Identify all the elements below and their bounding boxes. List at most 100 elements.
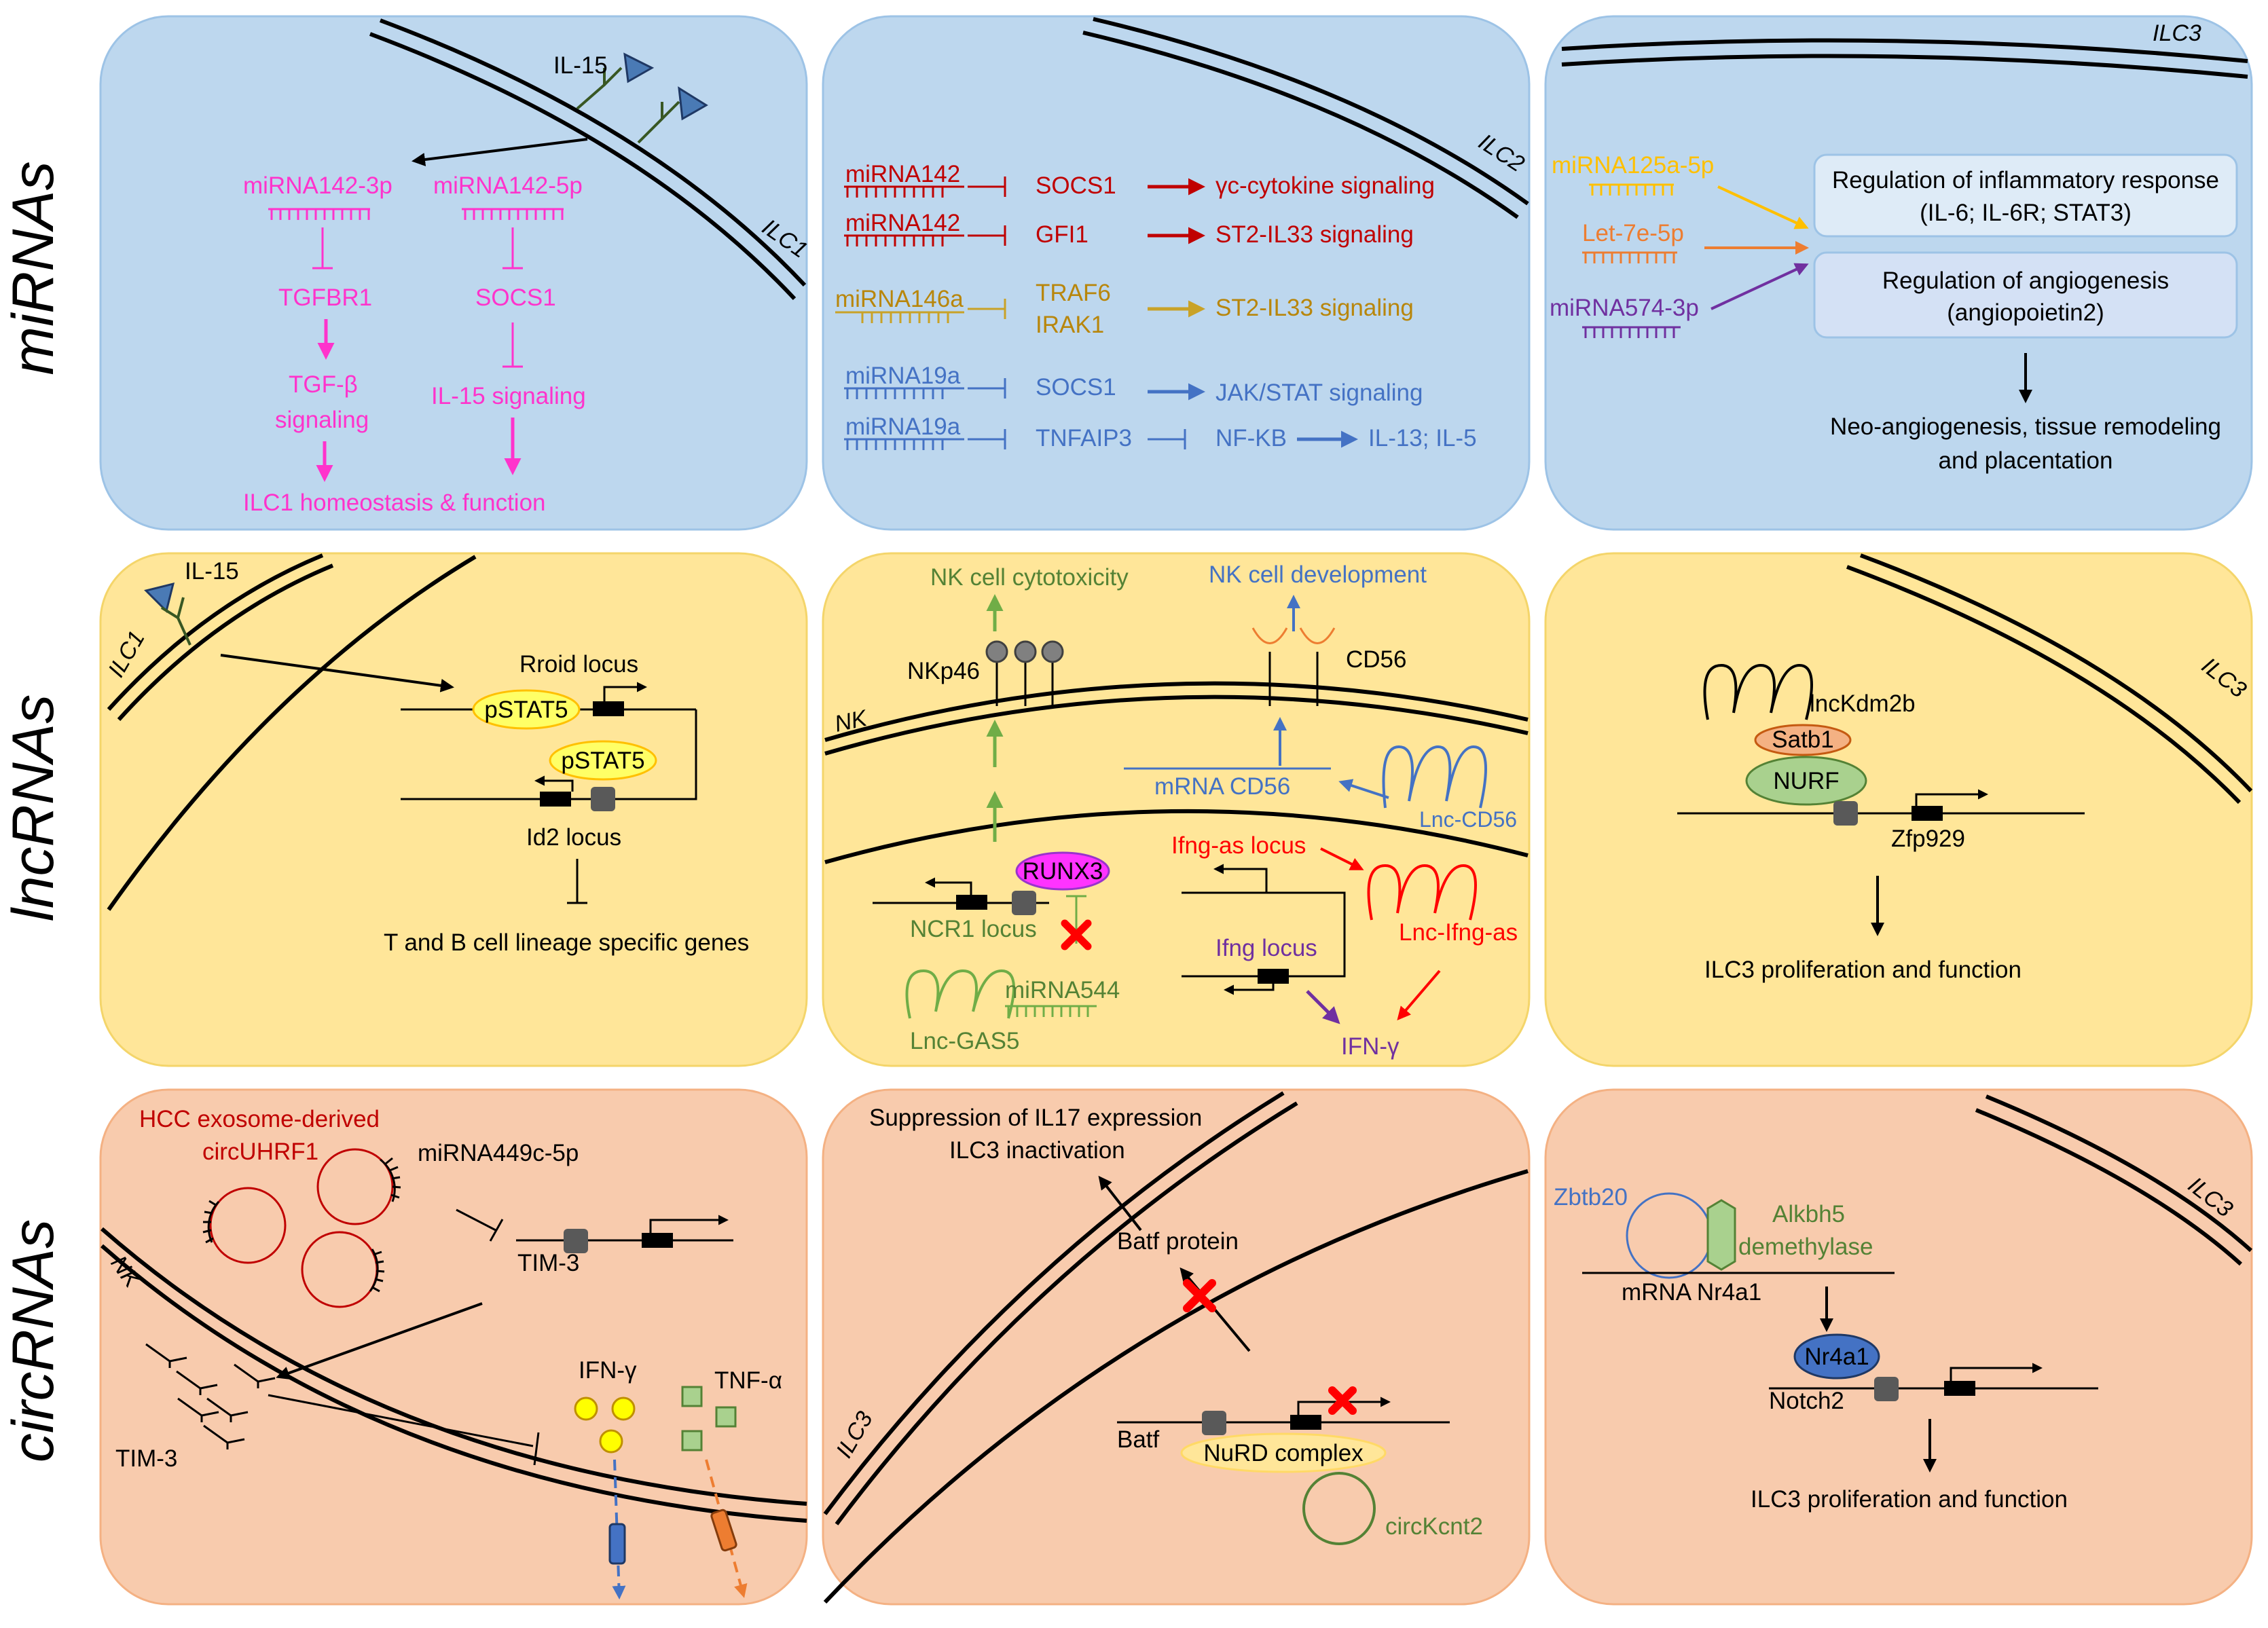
ifng-label: IFN-γ [1341, 1033, 1400, 1060]
pstat5-label: pSTAT5 [561, 747, 644, 774]
nfkb-label: NF-KB [1215, 425, 1287, 451]
ifng-as-locus-label: Ifng-as locus [1171, 832, 1306, 859]
satb1-bubble [1754, 724, 1852, 756]
ifng-label: IFN-γ [579, 1357, 637, 1384]
pathway-label: JAK/STAT signaling [1215, 380, 1423, 406]
receptor-icon [576, 67, 623, 110]
receptor-icon [637, 100, 680, 144]
panel-mirna-ilc1 [99, 15, 808, 531]
stem-loop-icon [905, 969, 1015, 1019]
lnc-cd56-label: Lnc-CD56 [1419, 807, 1517, 832]
ilc2-row-3: miRNA146a TRAF6 IRAK1 ST2-IL33 signaling [835, 280, 1414, 338]
mirna125a-label: miRNA125a-5p [1552, 152, 1714, 179]
let7e-label: Let-7e-5p [1582, 220, 1684, 246]
hairpin-icon [1582, 251, 1677, 263]
panel-2-3-content: ILC3 lncKdm2b Satb1 NURF Zfp929 ILC3 pro… [1677, 553, 2253, 983]
nurf-label: NURF [1773, 768, 1839, 794]
ilc1-homeostasis-label: ILC1 homeostasis & function [243, 489, 546, 516]
target-label: TNFAIP3 [1036, 425, 1132, 451]
panel-lncrna-ilc3 [1544, 552, 2253, 1067]
tgfb-signaling-label: signaling [275, 407, 369, 433]
pathway-label: ST2-IL33 signaling [1215, 221, 1414, 248]
circkcnt2-label: circKcnt2 [1385, 1513, 1483, 1540]
hairpin-icon [835, 311, 964, 323]
ilc3-proliferation-label: ILC3 proliferation and function [1751, 1486, 2068, 1513]
zfp929-label: Zfp929 [1891, 826, 1965, 852]
il15-label: IL-15 [185, 558, 239, 585]
ilc2-row-2: miRNA142 GFI1 ST2-IL33 signaling [844, 210, 1414, 248]
row-label-mirnas: miRNAs [1, 161, 66, 375]
runx3-label: RUNX3 [1023, 858, 1103, 885]
red-x-icon [1183, 1279, 1216, 1312]
ligand-triangle-icon [678, 86, 708, 121]
tnfa-label: TNF-α [714, 1367, 782, 1394]
mirna142-3p-label: miRNA142-3p [243, 172, 392, 199]
hairpin-icon [1005, 1005, 1097, 1017]
panel-1-1-content: ILC1 IL-15 miRNA142-3p miRNA142-5p [243, 18, 812, 516]
stem-loop-icon [1703, 663, 1813, 720]
cd56-receptor-icon [1251, 627, 1336, 706]
cell-label-ilc3: ILC3 [2153, 20, 2201, 46]
runx3-bubble [1015, 851, 1110, 891]
id2-locus-label: Id2 locus [526, 824, 621, 851]
tgfbr1-label: TGFBR1 [278, 284, 372, 311]
row-label-lncrnas: lncRNAs [1, 695, 66, 922]
hairpin-icon [844, 234, 964, 246]
il15-label: IL-15 [553, 52, 608, 79]
pstat5-bubble [549, 740, 657, 781]
batf-label: Batf [1117, 1426, 1160, 1453]
panel-2-1-content: ILC1 IL-15 Rroid locus pSTAT5 pSTAT5 Id2… [103, 553, 749, 956]
mirna449c-label: miRNA449c-5p [418, 1140, 579, 1166]
circle-rna-icon [202, 1187, 287, 1264]
ilc2-row-4: miRNA19a SOCS1 JAK/STAT signaling [844, 363, 1423, 406]
hairpin-icon [844, 185, 964, 198]
nr4a1-label: Nr4a1 [1804, 1344, 1869, 1370]
target-label-2: IRAK1 [1036, 312, 1104, 338]
inflammatory-box-line2: (IL-6; IL-6R; STAT3) [1920, 200, 2132, 226]
tgfb-label: TGF-β [289, 371, 358, 398]
ifng-locus-label: Ifng locus [1215, 935, 1317, 961]
panel-3-2-content: ILC3 Suppression of IL17 expression ILC3… [823, 1091, 1529, 1604]
circle-rna-icon [1302, 1472, 1376, 1545]
notch2-label: Notch2 [1769, 1388, 1844, 1414]
nk-cytotoxicity-label: NK cell cytotoxicity [930, 564, 1129, 591]
socs1-label: SOCS1 [475, 284, 556, 311]
lnc-gas5-label: Lnc-GAS5 [910, 1028, 1019, 1054]
panel-1-3-content: ILC3 miRNA125a-5p Let-7e-5p miRNA574-3p … [1550, 20, 2248, 474]
tim3-label: TIM-3 [115, 1445, 177, 1472]
alkbh5-icon [1706, 1199, 1736, 1271]
receptor-icon [160, 597, 191, 646]
ilc3-proliferation-label: ILC3 proliferation and function [1704, 957, 2022, 983]
nkp46-label: NKp46 [907, 658, 980, 684]
hairpin-icon [844, 387, 964, 399]
nr4a1-bubble [1793, 1333, 1880, 1380]
hairpin-icon [268, 208, 370, 220]
angiogenesis-box-line1: Regulation of angiogenesis [1882, 267, 2169, 294]
mrna-nr4a1-label: mRNA Nr4a1 [1622, 1279, 1761, 1306]
panel-circrna-ilc3-b [1544, 1088, 2253, 1606]
pstat5-bubble [472, 689, 581, 730]
tim3-receptor-icon [145, 1343, 276, 1449]
panel-2-2-content: NK NK cell cytotoxicity NK cell developm… [824, 561, 1529, 1060]
hcc-exosome-label: HCC exosome-derived [139, 1106, 380, 1132]
ilc2-row-5: miRNA19a TNFAIP3 NF-KB IL-13; IL-5 [844, 413, 1477, 451]
tb-lineage-genes-label: T and B cell lineage specific genes [384, 929, 749, 956]
neoangiogenesis-line1: Neo-angiogenesis, tissue remodeling [1830, 413, 2221, 440]
row-label-circrnas: circRNAs [1, 1219, 66, 1462]
mirna-label: miRNA146a [835, 286, 964, 312]
ncr1-locus-label: NCR1 locus [910, 916, 1037, 942]
lnckdm2b-label: lncKdm2b [1810, 690, 1916, 717]
mirna142-5p-label: miRNA142-5p [433, 172, 583, 199]
stem-loop-icon [1367, 864, 1477, 921]
target-label: SOCS1 [1036, 172, 1116, 199]
nurd-label: NuRD complex [1203, 1440, 1364, 1466]
target-label: SOCS1 [1036, 374, 1116, 401]
neoangiogenesis-line2: and placentation [1939, 447, 2113, 474]
mirna-label: miRNA142 [845, 161, 960, 187]
inflammatory-box [1813, 153, 2238, 238]
alkbh5-label: Alkbh5 [1772, 1201, 1845, 1227]
target-label: TRAF6 [1036, 280, 1111, 306]
satb1-label: Satb1 [1772, 726, 1833, 753]
nurd-bubble [1180, 1432, 1387, 1473]
